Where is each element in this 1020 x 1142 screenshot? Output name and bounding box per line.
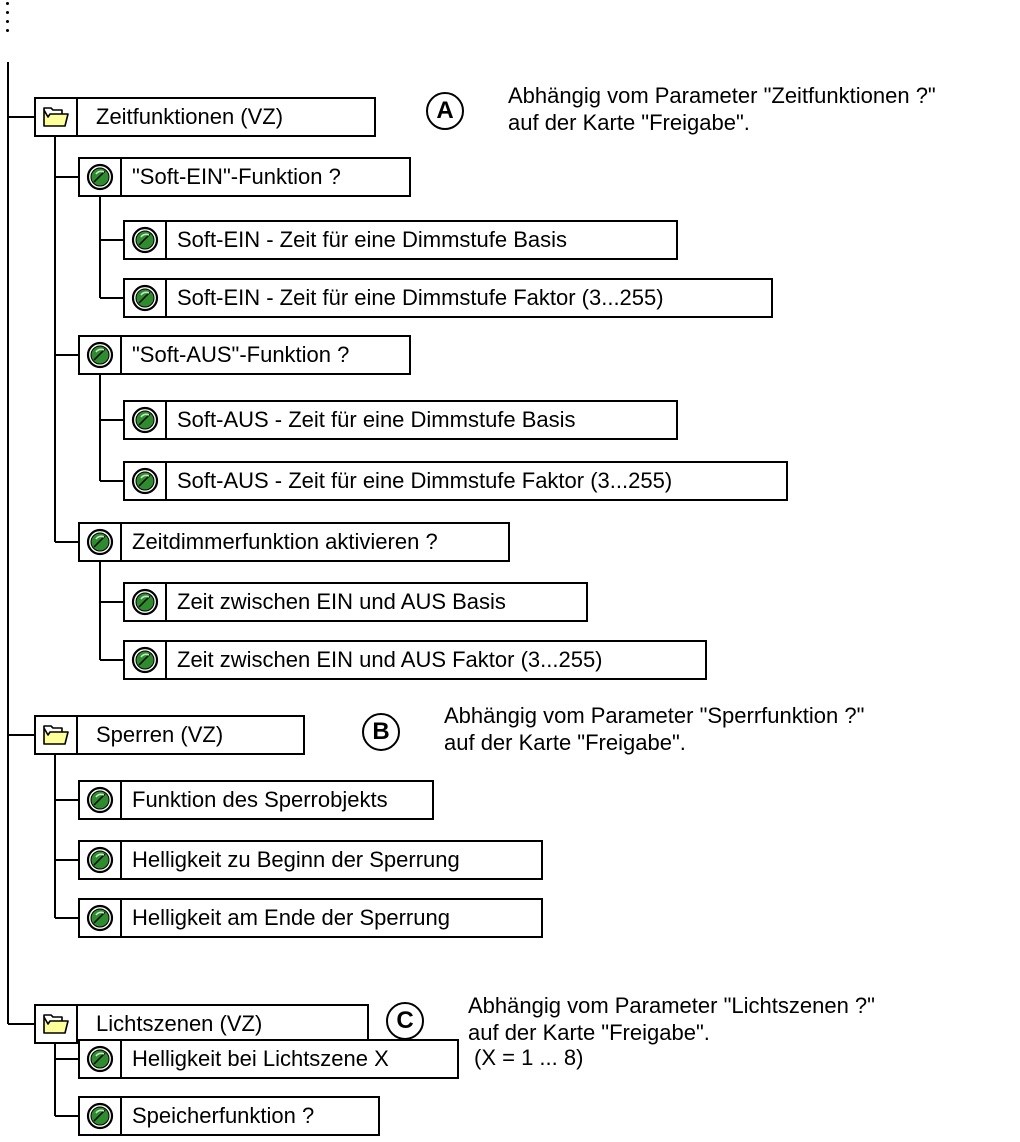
badge-c-letter: C — [396, 1007, 414, 1034]
parameter-icon — [125, 642, 167, 678]
note-c: Abhängig vom Parameter "Lichtszenen ?" a… — [468, 992, 875, 1046]
node-label: Zeit zwischen EIN und AUS Basis — [177, 589, 506, 614]
parameter-icon — [125, 402, 167, 438]
node-label: Helligkeit zu Beginn der Sperrung — [132, 847, 460, 872]
parameter-node-2[interactable]: Soft-EIN - Zeit für eine Dimmstufe Basis — [123, 220, 678, 260]
node-label: Helligkeit bei Lichtszene X — [132, 1046, 389, 1071]
parameter-icon — [80, 1041, 122, 1077]
node-label: Speicherfunktion ? — [132, 1103, 315, 1128]
badge-b-letter: B — [372, 718, 390, 745]
parameter-icon — [125, 222, 167, 258]
node-label: "Soft-AUS"-Funktion ? — [132, 342, 350, 367]
note-b: Abhängig vom Parameter "Sperrfunktion ?"… — [444, 702, 864, 756]
parameter-icon — [80, 782, 122, 818]
node-label: "Soft-EIN"-Funktion ? — [132, 164, 341, 189]
parameter-node-9[interactable]: Zeit zwischen EIN und AUS Faktor (3...25… — [123, 640, 707, 680]
note-a-line1: Abhängig vom Parameter "Zeitfunktionen ?… — [508, 83, 936, 108]
parameter-node-8[interactable]: Zeit zwischen EIN und AUS Basis — [123, 582, 588, 622]
node-label: Soft-AUS - Zeit für eine Dimmstufe Basis — [177, 407, 576, 432]
folder-node-14[interactable]: Lichtszenen (VZ) — [34, 1004, 369, 1044]
badge-b: B — [362, 713, 400, 751]
parameter-node-13[interactable]: Helligkeit am Ende der Sperrung — [78, 898, 543, 938]
badge-a-letter: A — [436, 97, 454, 124]
parameter-icon — [125, 280, 167, 316]
parameter-node-5[interactable]: Soft-AUS - Zeit für eine Dimmstufe Basis — [123, 400, 678, 440]
parameter-node-3[interactable]: Soft-EIN - Zeit für eine Dimmstufe Fakto… — [123, 278, 773, 318]
parameter-node-6[interactable]: Soft-AUS - Zeit für eine Dimmstufe Fakto… — [123, 461, 788, 501]
note-c-line2: auf der Karte "Freigabe". — [468, 1020, 710, 1045]
folder-icon — [36, 99, 78, 135]
parameter-node-12[interactable]: Helligkeit zu Beginn der Sperrung — [78, 840, 543, 880]
node-label: Soft-EIN - Zeit für eine Dimmstufe Fakto… — [177, 285, 664, 310]
node-label: Zeit zwischen EIN und AUS Faktor (3...25… — [177, 647, 603, 672]
node-label: Helligkeit am Ende der Sperrung — [132, 905, 450, 930]
note-c-line1: Abhängig vom Parameter "Lichtszenen ?" — [468, 993, 875, 1018]
parameter-icon — [80, 1098, 122, 1134]
folder-icon — [36, 1006, 78, 1042]
parameter-icon — [125, 584, 167, 620]
badge-c: C — [386, 1002, 424, 1040]
node-label: Lichtszenen (VZ) — [96, 1011, 263, 1036]
parameter-node-15[interactable]: Helligkeit bei Lichtszene X — [78, 1039, 459, 1079]
node-label: Soft-AUS - Zeit für eine Dimmstufe Fakto… — [177, 468, 673, 493]
range-note: (X = 1 ... 8) — [474, 1045, 584, 1070]
parameter-node-7[interactable]: Zeitdimmerfunktion aktivieren ? — [78, 522, 510, 562]
folder-node-0[interactable]: Zeitfunktionen (VZ) — [34, 97, 376, 137]
continuation-dots — [6, 2, 10, 38]
badge-a: A — [426, 92, 464, 130]
note-b-line2: auf der Karte "Freigabe". — [444, 730, 686, 755]
parameter-icon — [80, 524, 122, 560]
parameter-node-16[interactable]: Speicherfunktion ? — [78, 1096, 380, 1136]
node-label: Zeitdimmerfunktion aktivieren ? — [132, 529, 438, 554]
parameter-icon — [80, 842, 122, 878]
folder-node-10[interactable]: Sperren (VZ) — [34, 715, 305, 755]
node-label: Soft-EIN - Zeit für eine Dimmstufe Basis — [177, 227, 567, 252]
node-label: Sperren (VZ) — [96, 722, 224, 747]
folder-icon — [36, 717, 78, 753]
parameter-icon — [80, 337, 122, 373]
parameter-node-4[interactable]: "Soft-AUS"-Funktion ? — [78, 335, 411, 375]
note-a-line2: auf der Karte "Freigabe". — [508, 110, 750, 135]
parameter-node-11[interactable]: Funktion des Sperrobjekts — [78, 780, 434, 820]
note-a: Abhängig vom Parameter "Zeitfunktionen ?… — [508, 82, 936, 136]
parameter-icon — [80, 900, 122, 936]
node-label: Funktion des Sperrobjekts — [132, 787, 388, 812]
parameter-node-1[interactable]: "Soft-EIN"-Funktion ? — [78, 157, 411, 197]
node-label: Zeitfunktionen (VZ) — [96, 104, 284, 129]
parameter-icon — [125, 463, 167, 499]
note-b-line1: Abhängig vom Parameter "Sperrfunktion ?" — [444, 703, 865, 728]
parameter-icon — [80, 159, 122, 195]
